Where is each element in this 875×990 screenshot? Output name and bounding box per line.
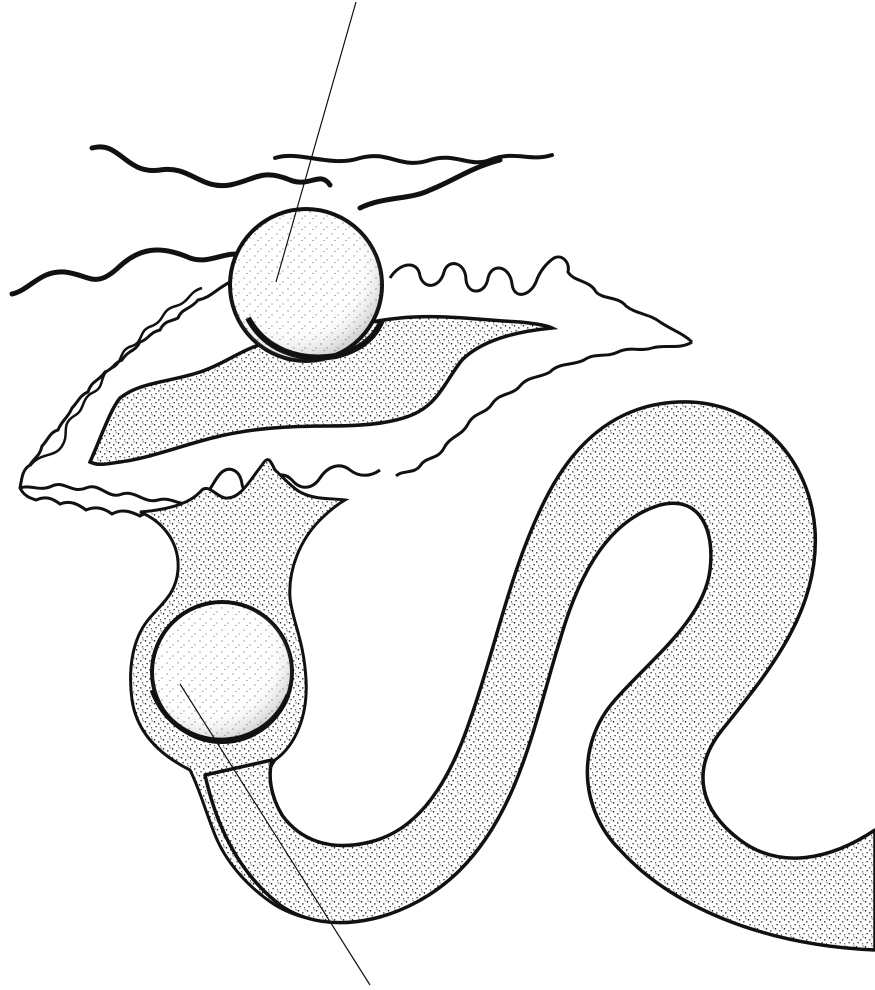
upper-sphere: [230, 209, 382, 361]
lower-sphere: [152, 602, 292, 742]
